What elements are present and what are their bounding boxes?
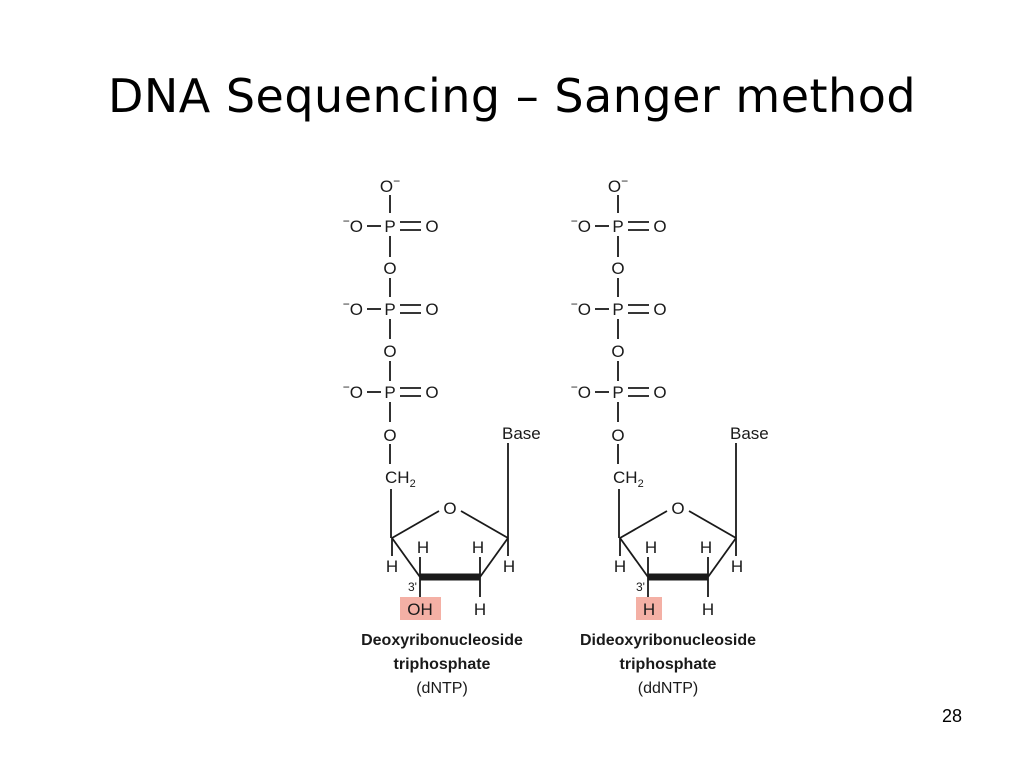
- three-prime-substituent: OH: [407, 600, 433, 619]
- double-bond-oxygen-2: O: [653, 300, 666, 319]
- oh-highlight-box: [400, 597, 441, 620]
- hydrogen-c4-down: H: [386, 557, 398, 576]
- phosphorus-3: P: [384, 383, 395, 402]
- oxygen-minus-2: −O: [343, 297, 363, 319]
- double-bond-oxygen-2: O: [425, 300, 438, 319]
- molecule-abbreviation: (dNTP): [416, 680, 468, 697]
- molecule-abbreviation: (ddNTP): [638, 680, 698, 697]
- phosphorus-1: P: [612, 217, 623, 236]
- h-highlight-box: [636, 597, 662, 620]
- phosphorus-3: P: [612, 383, 623, 402]
- hydrogen-c2-up: H: [472, 538, 484, 557]
- phosphorus-2: P: [612, 300, 623, 319]
- double-bond-oxygen-1: O: [653, 217, 666, 236]
- ring-oxygen: O: [443, 499, 456, 518]
- double-bond-oxygen-3: O: [653, 383, 666, 402]
- three-prime-label: 3': [636, 580, 645, 594]
- oxygen-minus-1: −O: [343, 214, 363, 236]
- bridge-oxygen-1: O: [611, 259, 624, 278]
- dntp-molecule: O− −O P O O −O P O O −O P O O CH2 Base O…: [343, 174, 541, 697]
- molecule-name-line2: triphosphate: [620, 656, 717, 673]
- double-bond-oxygen-3: O: [425, 383, 438, 402]
- ch2-group: CH2: [385, 468, 416, 490]
- hydrogen-c1-down: H: [503, 557, 515, 576]
- bridge-oxygen-2: O: [611, 342, 624, 361]
- base-label: Base: [730, 424, 769, 443]
- slide-number: 28: [941, 706, 962, 726]
- hydrogen-c2-down: H: [702, 600, 714, 619]
- bridge-oxygen-3: O: [383, 426, 396, 445]
- oxygen-minus-2: −O: [571, 297, 591, 319]
- ddntp-molecule: O− −O P O O −O P O O −O P O O CH2 Base O…: [571, 174, 769, 697]
- molecule-name-line1: Deoxyribonucleoside: [361, 632, 523, 649]
- hydrogen-c2-up: H: [700, 538, 712, 557]
- bridge-oxygen-2: O: [383, 342, 396, 361]
- three-prime-label: 3': [408, 580, 417, 594]
- bridge-oxygen-3: O: [611, 426, 624, 445]
- oxygen-minus-3: −O: [343, 380, 363, 402]
- double-bond-oxygen-1: O: [425, 217, 438, 236]
- hydrogen-c3-up: H: [417, 538, 429, 557]
- phosphorus-2: P: [384, 300, 395, 319]
- terminal-oxygen: O−: [380, 174, 400, 196]
- hydrogen-c1-down: H: [731, 557, 743, 576]
- three-prime-substituent: H: [643, 600, 655, 619]
- ring-oxygen: O: [671, 499, 684, 518]
- base-label: Base: [502, 424, 541, 443]
- phosphorus-1: P: [384, 217, 395, 236]
- slide-title: DNA Sequencing – Sanger method: [107, 69, 917, 123]
- oxygen-minus-1: −O: [571, 214, 591, 236]
- terminal-oxygen: O−: [608, 174, 628, 196]
- hydrogen-c4-down: H: [614, 557, 626, 576]
- molecule-name-line2: triphosphate: [394, 656, 491, 673]
- molecule-name-line1: Dideoxyribonucleoside: [580, 632, 756, 649]
- hydrogen-c2-down: H: [474, 600, 486, 619]
- oxygen-minus-3: −O: [571, 380, 591, 402]
- bridge-oxygen-1: O: [383, 259, 396, 278]
- hydrogen-c3-up: H: [645, 538, 657, 557]
- ch2-group: CH2: [613, 468, 644, 490]
